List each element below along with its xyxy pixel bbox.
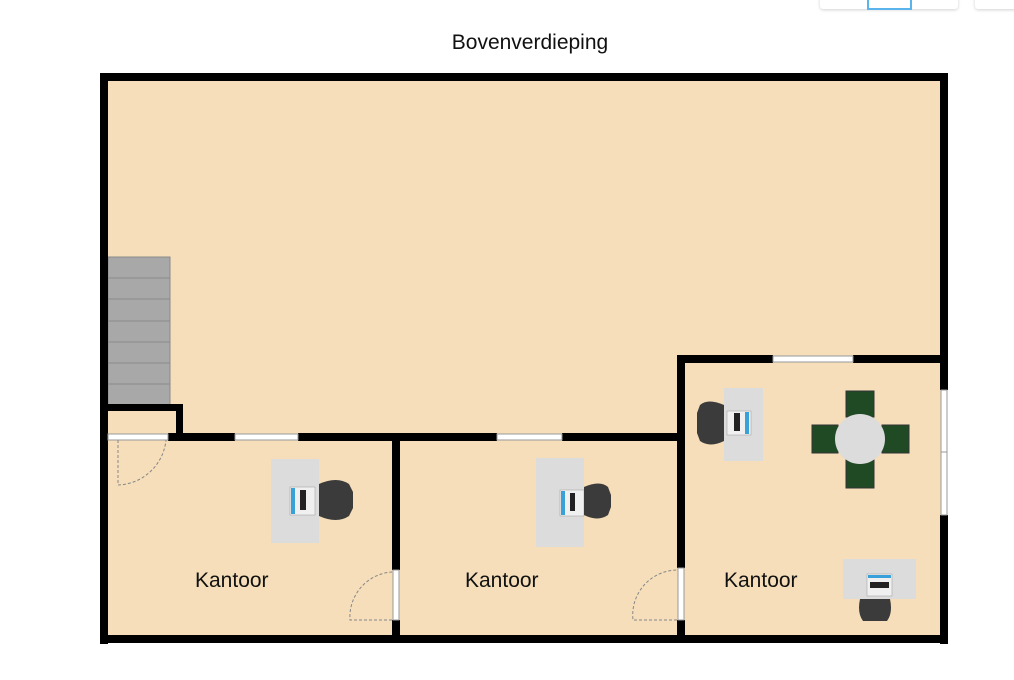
room-label-office-3: Kantoor bbox=[724, 569, 798, 592]
desk-room-1 bbox=[271, 459, 353, 543]
door-frame bbox=[392, 569, 400, 621]
desk-room-3a bbox=[697, 388, 763, 461]
doors bbox=[117, 439, 678, 621]
window bbox=[940, 389, 948, 453]
walls bbox=[100, 73, 948, 644]
room-label-office-1: Kantoor bbox=[195, 569, 269, 592]
window bbox=[772, 355, 854, 363]
desk-room-2 bbox=[536, 458, 611, 547]
floor-title: Bovenverdieping bbox=[451, 31, 609, 54]
window bbox=[940, 451, 948, 516]
desk-room-3b bbox=[843, 559, 916, 621]
windows bbox=[107, 355, 948, 621]
door-frame bbox=[677, 567, 685, 621]
view-toggle-selected[interactable] bbox=[867, 0, 912, 10]
window bbox=[234, 433, 299, 441]
door-swing bbox=[349, 571, 393, 621]
window bbox=[496, 433, 563, 441]
view-toggle-extra[interactable] bbox=[975, 0, 1014, 9]
door-frame bbox=[107, 433, 169, 441]
door-swing bbox=[117, 439, 167, 486]
stairs bbox=[107, 256, 171, 406]
room-label-office-2: Kantoor bbox=[465, 569, 539, 592]
meeting-table bbox=[811, 390, 910, 489]
